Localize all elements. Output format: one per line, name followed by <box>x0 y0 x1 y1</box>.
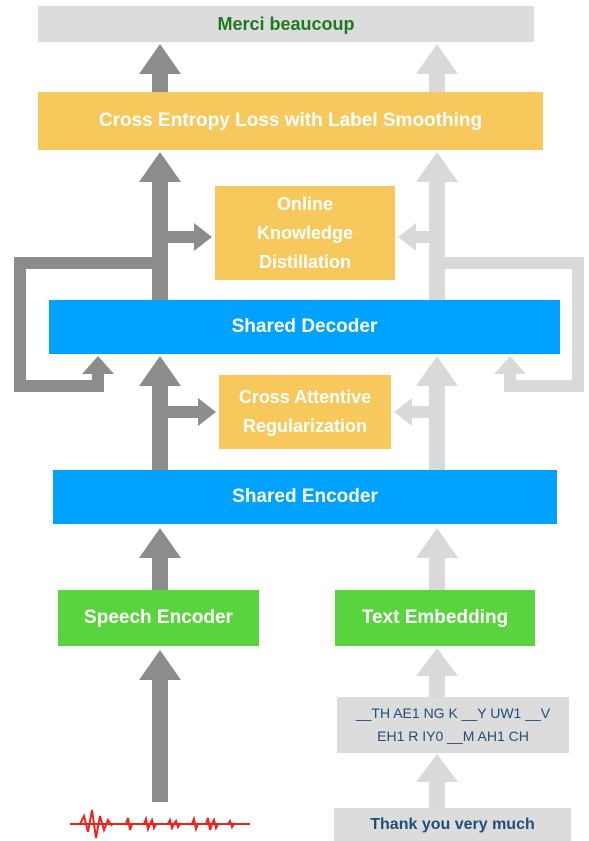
shared-decoder-box: Shared Decoder <box>49 300 560 354</box>
cross-entropy-loss-box: Cross Entropy Loss with Label Smoothing <box>38 92 543 150</box>
arrowhead-embedding-to-encoder <box>416 528 458 558</box>
arrowhead-decoder-to-loss <box>139 152 181 182</box>
shared-encoder-box: Shared Encoder <box>53 470 557 524</box>
arrowhead-to-okd-right <box>398 223 416 251</box>
arrow-input-to-phonemes <box>429 780 445 808</box>
arrow-decoder-to-loss <box>152 180 168 300</box>
arrow-loss-to-output-text <box>429 72 445 92</box>
online-knowledge-distillation-box: Online Knowledge Distillation <box>215 186 395 280</box>
arrowhead-to-car-right <box>394 398 412 426</box>
arrowhead-encoder-to-decoder-text <box>416 356 458 386</box>
arrowhead-encoder-to-decoder <box>139 356 181 386</box>
arrowhead-loss-to-output <box>139 44 181 74</box>
arrowhead-loss-to-output-text <box>416 44 458 74</box>
arrowhead-speech-to-encoder <box>139 528 181 558</box>
arrowhead-text-loop <box>494 356 526 374</box>
arrow-to-car-left <box>168 406 200 418</box>
arrowhead-to-okd-left <box>194 223 212 251</box>
arrow-to-okd-left <box>168 231 196 243</box>
phoneme-sequence-box: __TH AE1 NG K __Y UW1 __V EH1 R IY0 __M … <box>337 697 569 753</box>
arrow-phonemes-to-embedding <box>429 674 445 697</box>
text-path-arrows <box>394 44 458 808</box>
arrow-loss-to-output <box>152 72 168 92</box>
speech-path-arrows <box>139 44 216 802</box>
arrowhead-to-car-left <box>198 398 216 426</box>
text-embedding-box: Text Embedding <box>335 590 535 646</box>
speech-feedback-loop <box>14 257 152 392</box>
arrowhead-wave-to-speech-encoder <box>139 650 181 680</box>
arrow-wave-to-speech-encoder <box>152 678 168 802</box>
arrow-to-okd-right <box>415 231 429 243</box>
input-text-box: Thank you very much <box>334 808 571 841</box>
arrowhead-phonemes-to-embedding <box>416 648 458 676</box>
text-feedback-loop <box>445 257 584 392</box>
arrowhead-decoder-to-loss-text <box>416 152 458 182</box>
cross-attentive-regularization-box: Cross Attentive Regularization <box>219 375 391 449</box>
arrow-speech-to-encoder <box>152 556 168 590</box>
arrowhead-input-to-phonemes <box>416 754 458 782</box>
text-loop-rise <box>504 372 516 392</box>
arrowhead-speech-loop <box>82 356 114 374</box>
arrow-encoder-to-decoder-text <box>429 384 445 470</box>
output-text-box: Merci beaucoup <box>38 6 534 42</box>
arrow-encoder-to-decoder <box>152 384 168 470</box>
arrow-embedding-to-encoder <box>429 556 445 590</box>
speech-waveform-icon <box>70 809 250 839</box>
arrow-to-car-right <box>410 406 429 418</box>
speech-loop-rise <box>92 372 104 392</box>
speech-encoder-box: Speech Encoder <box>58 590 259 646</box>
arrow-decoder-to-loss-text <box>429 180 445 300</box>
